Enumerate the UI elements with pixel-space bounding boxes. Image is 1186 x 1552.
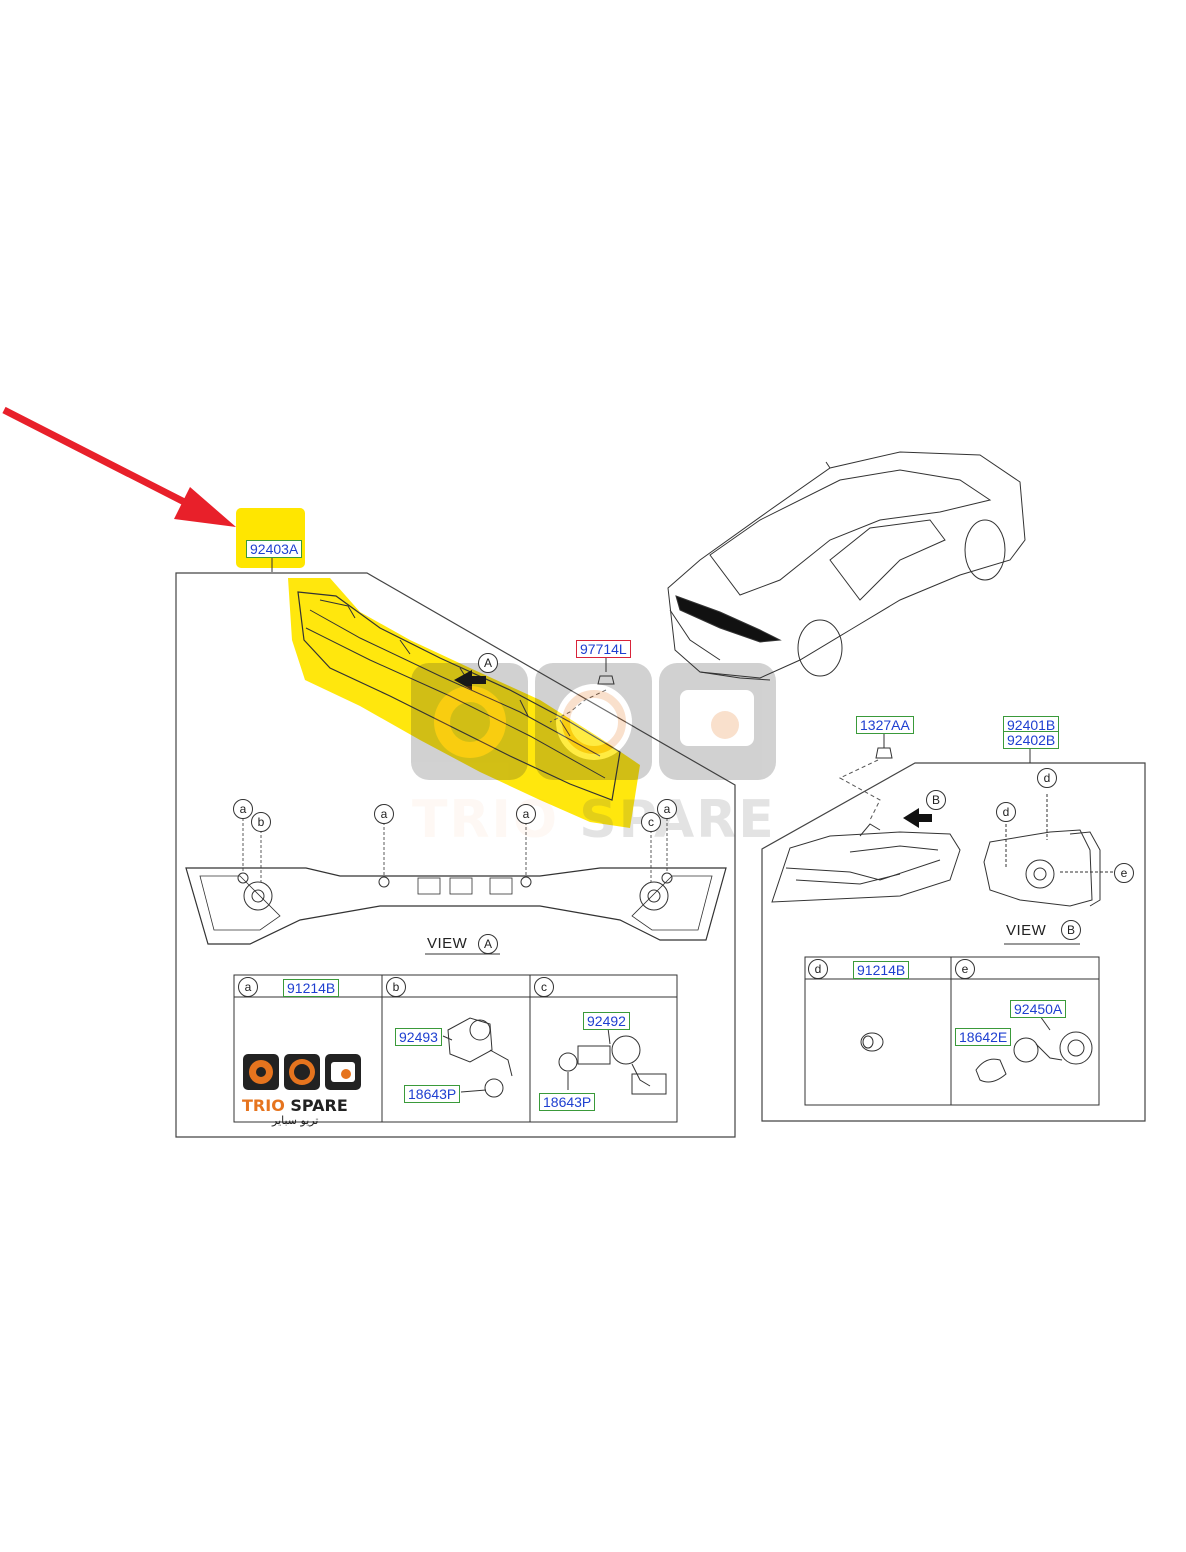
callout-d-1: d bbox=[996, 802, 1016, 822]
watermark-logos bbox=[411, 663, 776, 780]
socket-c bbox=[558, 1027, 667, 1095]
watermark-text: TRIO SPARE bbox=[412, 790, 776, 850]
socket-e bbox=[975, 1015, 1093, 1083]
cell-hdr-d: d bbox=[808, 959, 828, 979]
part-label-nut[interactable]: 97714L bbox=[576, 640, 631, 658]
view-a-label: VIEW bbox=[427, 935, 467, 952]
callout-a-1: a bbox=[233, 799, 253, 819]
rear-lamp-b bbox=[771, 823, 961, 903]
socket-b bbox=[442, 1017, 513, 1098]
logo-brand: TRIO SPARE bbox=[242, 1096, 348, 1115]
callout-a-4: a bbox=[657, 799, 677, 819]
cell-hdr-a: a bbox=[238, 977, 258, 997]
view-a-text: VIEW bbox=[427, 935, 468, 952]
part-label-bulb-c[interactable]: 18643P bbox=[539, 1093, 596, 1111]
view-b-label: VIEW bbox=[1006, 922, 1046, 939]
label-highlight bbox=[236, 508, 305, 568]
clip-d bbox=[860, 1032, 884, 1052]
part-label-rear-lamp-left[interactable]: 92401B bbox=[1003, 716, 1060, 734]
watermark-spare: SPARE bbox=[579, 790, 776, 850]
rear-lamp-view-b bbox=[983, 794, 1114, 945]
watermark-trio: TRIO bbox=[412, 790, 559, 850]
part-label-socket-b[interactable]: 92493 bbox=[395, 1028, 442, 1046]
cell-hdr-c: c bbox=[534, 977, 554, 997]
part-label-main-lamp[interactable]: 92403A bbox=[246, 540, 303, 558]
view-b-text: VIEW bbox=[1006, 922, 1047, 939]
logo-arabic: تريو سباير bbox=[272, 1114, 319, 1127]
callout-e-1: e bbox=[1114, 863, 1134, 883]
callout-a-2: a bbox=[374, 804, 394, 824]
tail-lamp-bar bbox=[288, 578, 640, 828]
part-label-clip-a[interactable]: 91214B bbox=[283, 979, 340, 997]
part-label-socket-c[interactable]: 92492 bbox=[583, 1012, 630, 1030]
logo-spare: SPARE bbox=[290, 1096, 348, 1115]
right-frame bbox=[761, 762, 1146, 1122]
part-label-socket-e[interactable]: 92450A bbox=[1010, 1000, 1067, 1018]
view-a-panel bbox=[185, 818, 727, 955]
cell-hdr-e: e bbox=[955, 959, 975, 979]
trio-logo bbox=[243, 1054, 361, 1090]
main-frame bbox=[175, 572, 736, 1138]
callout-view-a-bottom: A bbox=[478, 934, 498, 954]
callout-c-1: c bbox=[641, 812, 661, 832]
part-label-bulb-e[interactable]: 18642E bbox=[955, 1028, 1012, 1046]
callout-d-2: d bbox=[1037, 768, 1057, 788]
callout-view-b-bottom: B bbox=[1061, 920, 1081, 940]
part-label-rear-lamp-right[interactable]: 92402B bbox=[1003, 731, 1060, 749]
part-label-bulb-b[interactable]: 18643P bbox=[404, 1085, 461, 1103]
detail-table-abc bbox=[233, 974, 678, 1123]
view-arrow-a bbox=[454, 670, 486, 690]
arrow-pointer-icon bbox=[2, 406, 236, 527]
callout-a-3: a bbox=[516, 804, 536, 824]
view-arrow-b bbox=[903, 808, 932, 828]
callout-b-1: b bbox=[251, 812, 271, 832]
detail-table-de bbox=[804, 956, 1100, 1106]
cell-hdr-b: b bbox=[386, 977, 406, 997]
car-illustration bbox=[667, 451, 1026, 681]
callout-view-b: B bbox=[926, 790, 946, 810]
logo-trio: TRIO bbox=[242, 1096, 285, 1115]
part-label-clip-d[interactable]: 91214B bbox=[853, 961, 910, 979]
callout-view-a: A bbox=[478, 653, 498, 673]
part-label-grommet[interactable]: 1327AA bbox=[856, 716, 914, 734]
